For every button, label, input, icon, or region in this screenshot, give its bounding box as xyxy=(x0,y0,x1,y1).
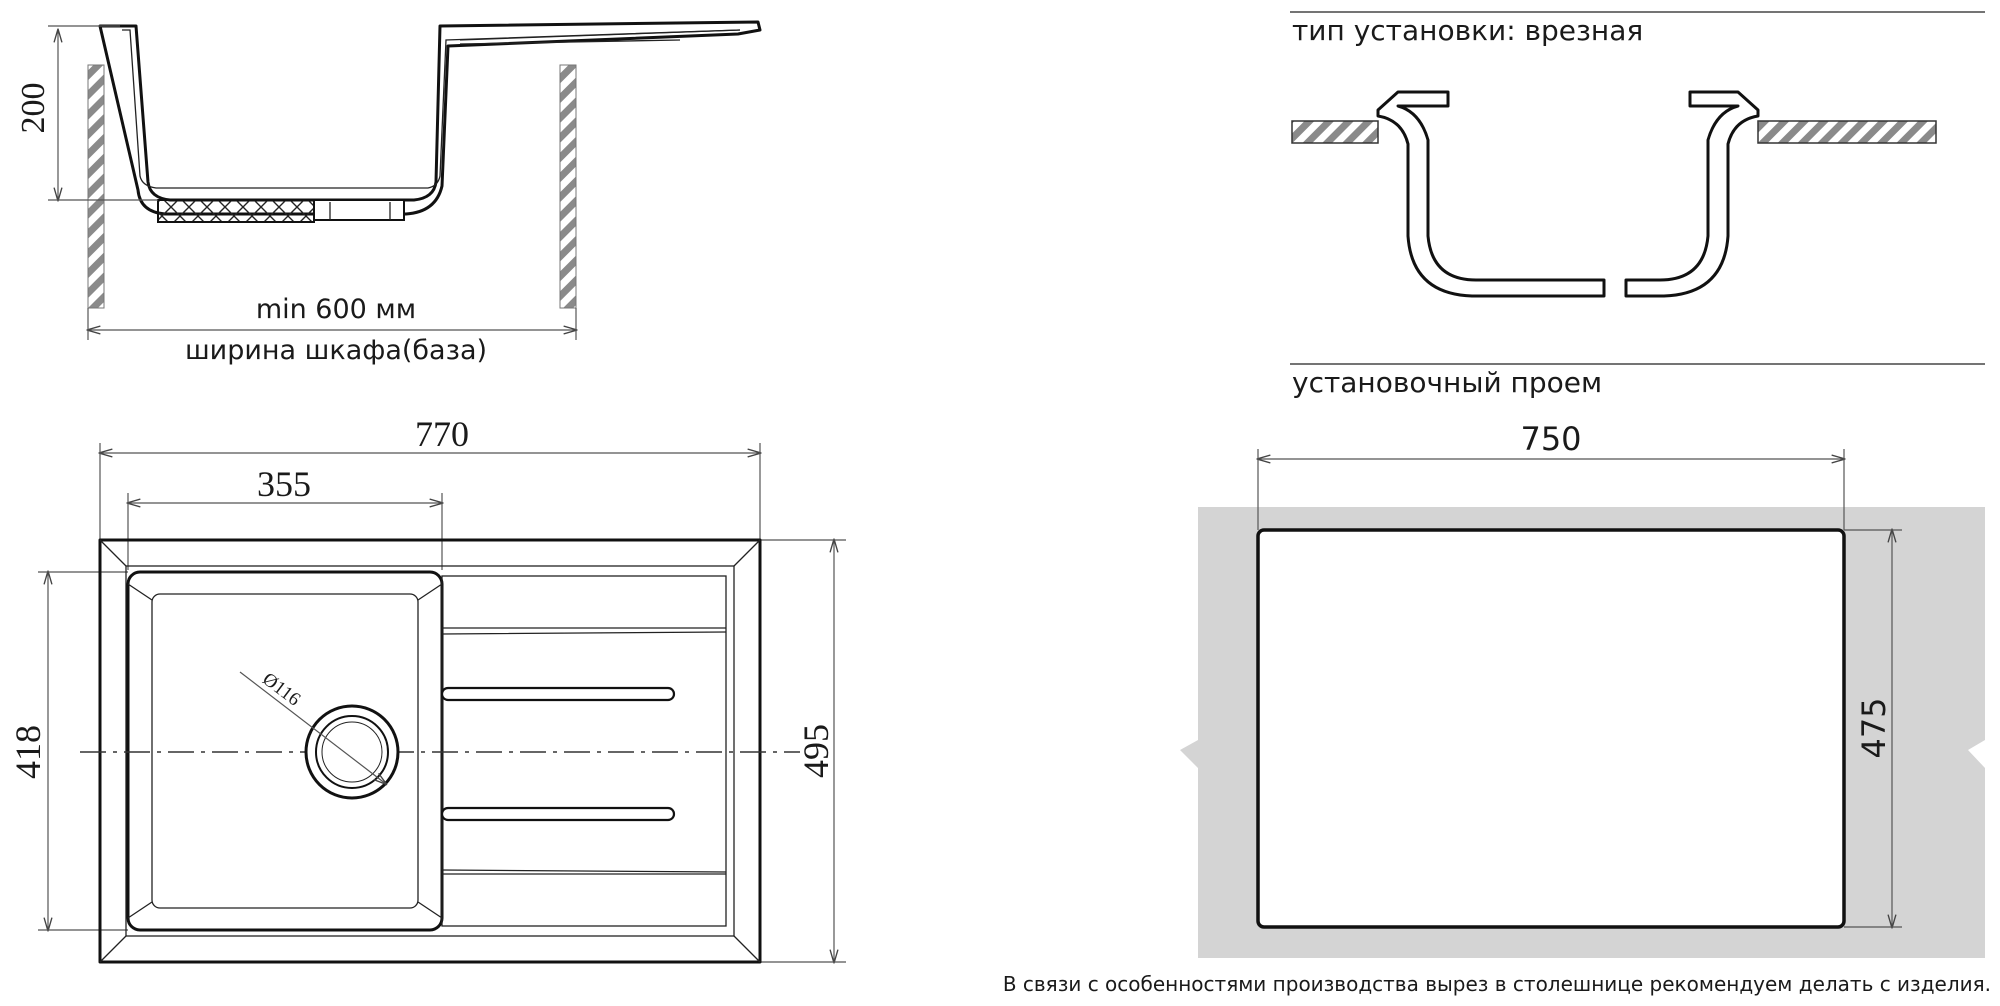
cabinet-wall-left xyxy=(87,64,105,309)
side-view-section: 200 min 600 мм ширина шкафа(база) xyxy=(15,20,762,366)
countertop-left xyxy=(1291,120,1379,144)
cutout-width-label: 750 xyxy=(1520,420,1581,458)
cabinet-wall-right xyxy=(559,64,577,309)
cutout-section: 750 475 В связи с особенностями производ… xyxy=(1003,420,1991,996)
sink-rim xyxy=(125,565,735,937)
top-view-section: 770 355 418 495 Ø116 xyxy=(8,414,846,964)
drainboard-rib-1 xyxy=(440,686,676,702)
drainboard-groove-bottom xyxy=(441,869,727,875)
sink-profile-inner xyxy=(122,29,741,189)
drain-inner xyxy=(315,715,389,789)
cutout-opening xyxy=(1256,528,1846,929)
drainboard xyxy=(441,575,727,927)
footer-note: В связи с особенностями производства выр… xyxy=(1003,972,1991,996)
cutout-height-label: 475 xyxy=(1855,697,1893,758)
sink-section-right xyxy=(1624,90,1760,298)
sink-bowl-inner xyxy=(151,593,419,909)
bowl-width-label: 355 xyxy=(257,464,311,504)
installation-type-label: тип установки: врезная xyxy=(1292,14,1643,47)
sink-profile-outer xyxy=(98,20,762,216)
bowl-height-label: 418 xyxy=(8,725,48,779)
drain-body xyxy=(313,199,405,221)
sink-outer-edge xyxy=(98,538,762,964)
base-reinforcement xyxy=(157,199,315,223)
total-height-label: 495 xyxy=(796,724,836,778)
min-width-label: min 600 мм xyxy=(256,294,416,325)
cabinet-width-label: ширина шкафа(база) xyxy=(185,335,487,366)
sink-section-left xyxy=(1376,90,1606,298)
countertop-right xyxy=(1757,120,1937,144)
drainboard-ribs xyxy=(459,29,741,45)
drainboard-groove-top xyxy=(441,627,727,635)
total-width-label: 770 xyxy=(415,414,469,454)
drainboard-rib-2 xyxy=(440,806,676,822)
side-height-label: 200 xyxy=(15,83,52,134)
drain-leader xyxy=(239,671,386,784)
installation-type-section: тип установки: врезная установочный прое… xyxy=(1290,11,1985,399)
cutout-label: установочный проем xyxy=(1292,366,1602,399)
